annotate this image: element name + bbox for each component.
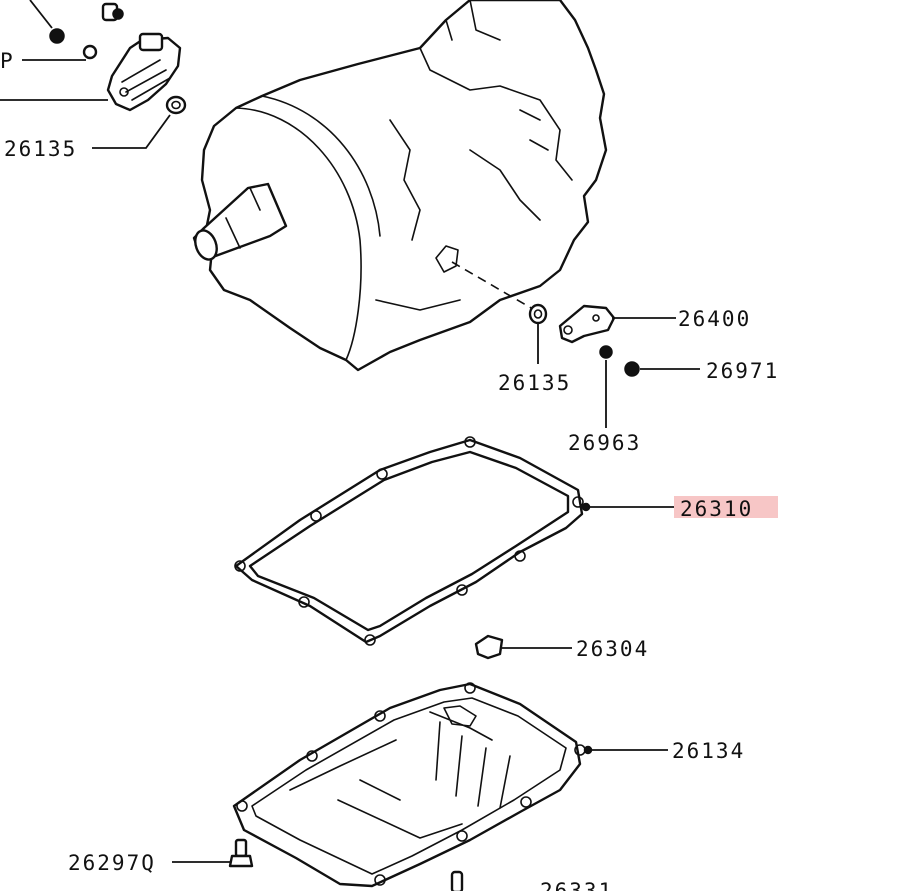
dashed-locator-line	[451, 261, 539, 313]
screw-top	[101, 2, 124, 22]
pan-gasket-26310	[234, 436, 584, 646]
callout-26135-mid: 26135	[498, 371, 571, 395]
seal-26135-mid	[528, 303, 548, 325]
range-sensor	[106, 32, 182, 112]
leader-26135-top	[92, 114, 171, 149]
callout-26297q: 26297Q	[68, 851, 156, 875]
callout-26310: 26310	[680, 497, 753, 521]
callout-26304: 26304	[576, 637, 649, 661]
highlight-26310	[674, 496, 778, 518]
leader-top-left-bolt	[29, 0, 53, 29]
callout-26963: 26963	[568, 431, 641, 455]
drain-plug-26331	[450, 870, 464, 891]
magnet-26304	[474, 634, 504, 660]
output-shaft	[192, 182, 288, 261]
callout-26134: 26134	[672, 739, 745, 763]
oil-pan-26134	[232, 682, 586, 888]
callout-26971: 26971	[706, 359, 779, 383]
callout-26400: 26400	[678, 307, 751, 331]
bracket-26400	[558, 304, 616, 344]
o-ring-small	[82, 44, 98, 60]
callout-p: P	[0, 49, 15, 73]
transmission-case	[192, 0, 608, 372]
nut-26963	[599, 345, 613, 359]
bolt-26297q	[228, 838, 254, 868]
bolt-top-left	[49, 28, 65, 44]
top-left-parts	[0, 0, 187, 149]
callout-26135-top: 26135	[4, 137, 77, 161]
nut-26971	[624, 361, 640, 377]
seal-26135-top	[165, 95, 187, 115]
case-boss	[435, 245, 459, 273]
callout-26331: 26331	[540, 879, 613, 891]
